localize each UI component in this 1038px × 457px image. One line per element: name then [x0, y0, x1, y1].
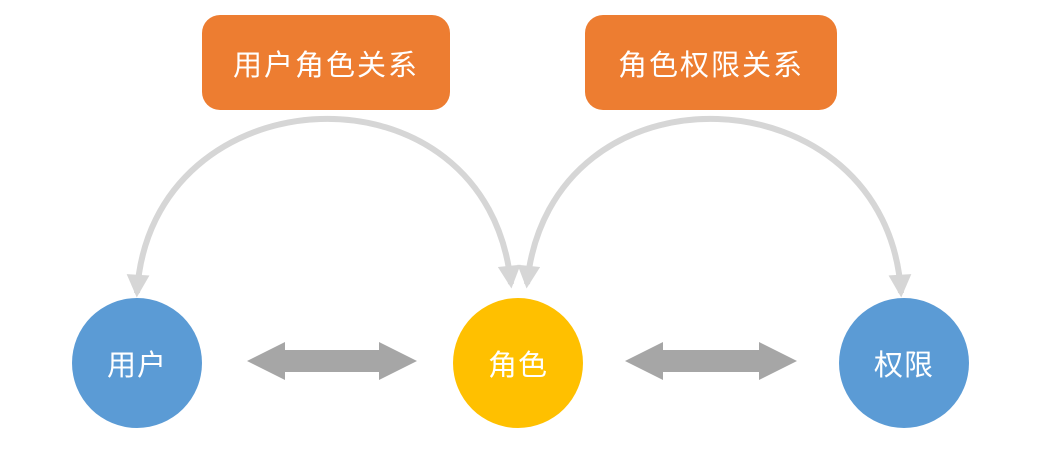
node-user: 用户: [72, 298, 202, 428]
node-label: 角色: [487, 350, 548, 382]
arc-role-permission: [517, 115, 912, 298]
node-permission: 权限: [839, 298, 969, 428]
node-label: 用户: [106, 350, 167, 382]
double-arrow-user-role: [247, 342, 417, 380]
relationship-box-role-permission: 角色权限关系: [585, 15, 837, 110]
node-label: 权限: [873, 350, 934, 382]
double-arrow-role-permission: [625, 342, 797, 380]
relationship-label: 角色权限关系: [617, 49, 804, 82]
relationship-box-user-role: 用户角色关系: [202, 15, 450, 110]
relationship-label: 用户角色关系: [232, 49, 419, 82]
arc-user-role: [126, 115, 521, 298]
node-role: 角色: [453, 298, 583, 428]
